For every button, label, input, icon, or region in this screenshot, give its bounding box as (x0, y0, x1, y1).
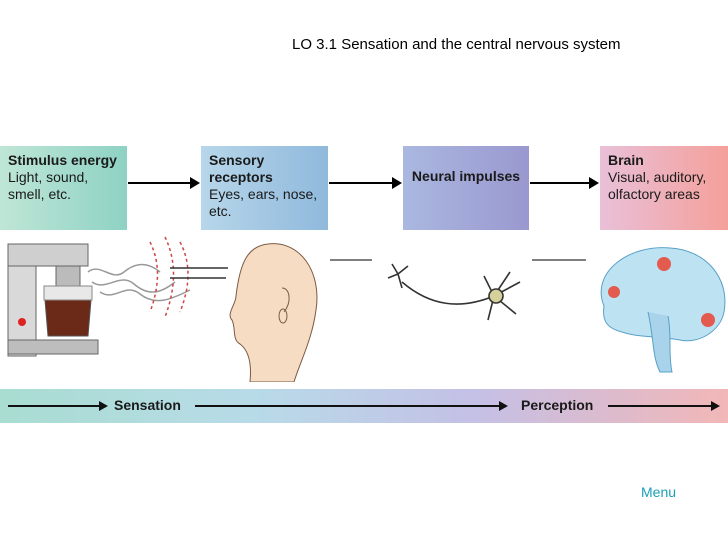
arrow-1 (128, 177, 200, 189)
menu-link[interactable]: Menu (641, 484, 677, 500)
neural-impulses-box: Neural impulses (403, 146, 529, 230)
sensation-perception-band: Sensation Perception (0, 389, 728, 423)
sensory-receptors-detail: Eyes, ears, nose, etc. (209, 186, 318, 219)
page-title: LO 3.1 Sensation and the central nervous… (292, 36, 621, 53)
brain-icon (600, 247, 726, 373)
band-arrow-3 (608, 401, 720, 411)
brain-heading: Brain (608, 152, 644, 168)
band-arrow-1 (8, 401, 108, 411)
coffee-maker-icon (7, 243, 99, 357)
arrow-2 (329, 177, 402, 189)
illustrations (7, 236, 726, 382)
stimulus-energy-heading: Stimulus energy (8, 152, 117, 168)
brain-box: Brain Visual, auditory, olfactory areas (600, 146, 728, 230)
sensation-label: Sensation (114, 397, 181, 413)
arrow-3 (530, 177, 599, 189)
stimulus-energy-detail: Light, sound, smell, etc. (8, 169, 89, 202)
brain-detail: Visual, auditory, olfactory areas (608, 169, 707, 202)
head-profile-icon (229, 243, 318, 382)
perception-label: Perception (521, 397, 594, 413)
sensory-receptors-heading: Sensory receptors (209, 152, 273, 185)
stimulus-energy-box: Stimulus energy Light, sound, smell, etc… (0, 146, 127, 230)
sensory-receptors-box: Sensory receptors Eyes, ears, nose, etc. (201, 146, 328, 230)
neural-impulses-heading: Neural impulses (411, 168, 521, 184)
band-arrow-2 (195, 401, 508, 411)
stimulus-waves-icon (87, 236, 228, 318)
neuron-icon (387, 263, 521, 321)
